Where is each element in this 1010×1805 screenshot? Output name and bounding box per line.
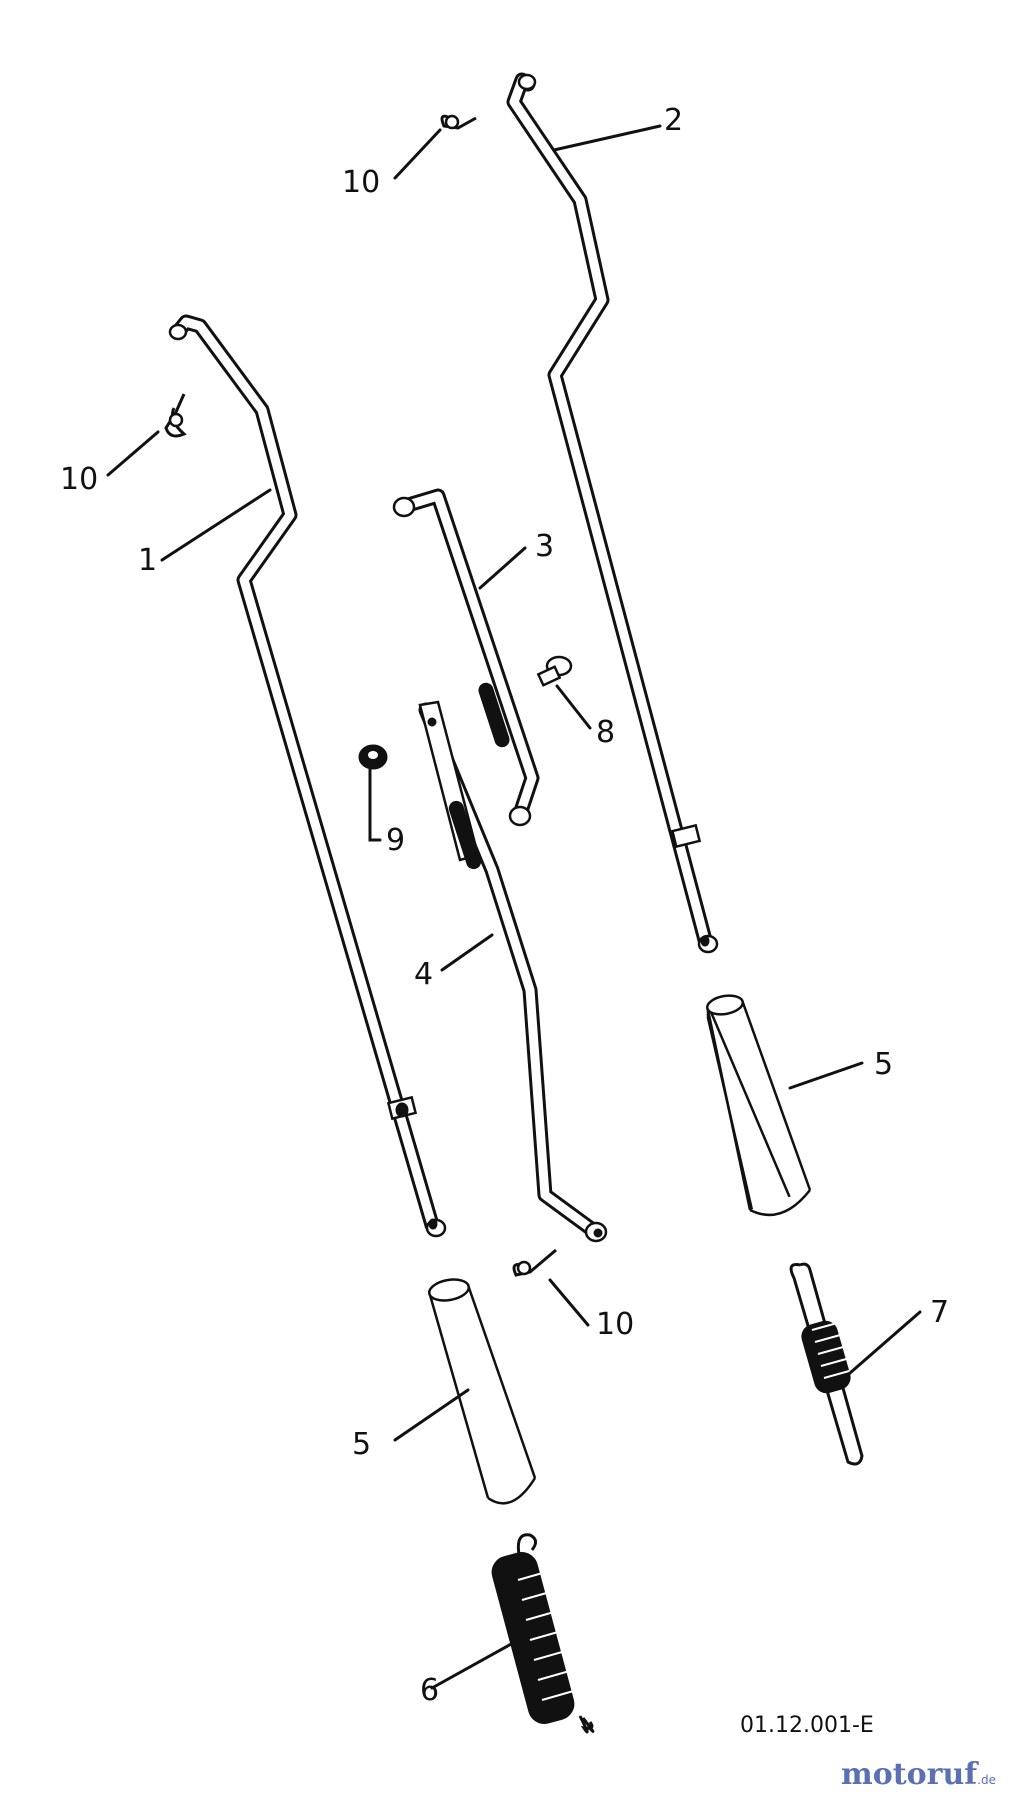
callout-4: 4	[414, 957, 433, 992]
callout-7: 7	[930, 1295, 949, 1330]
part-10-clip-left	[164, 393, 187, 438]
part-5-tube-left	[427, 1278, 537, 1505]
callout-3: 3	[535, 529, 554, 564]
callout-9: 9	[386, 823, 405, 858]
callout-labels: 2 10 10 1 3 8 9 4 5 5 10 7 6	[60, 103, 949, 1708]
callout-8: 8	[596, 715, 615, 750]
part-9-nut	[358, 744, 388, 770]
callout-6: 6	[420, 1673, 439, 1708]
drawing-code: 01.12.001-E	[740, 1713, 874, 1738]
part-5-tube-right	[705, 994, 812, 1217]
callout-10-left: 10	[60, 462, 98, 497]
part-3-link	[392, 488, 540, 827]
part-4-link	[418, 700, 608, 1243]
part-10-clip-bottom	[512, 1248, 557, 1277]
part-8-bolt	[536, 655, 573, 687]
watermark-tld: .de	[977, 1773, 996, 1787]
callout-5-left: 5	[352, 1427, 371, 1462]
leader-lines	[106, 124, 922, 1690]
callout-1: 1	[138, 543, 157, 578]
watermark-brand: motoruf	[841, 1757, 978, 1792]
part-7-spring	[789, 1262, 864, 1466]
callout-10-bottom: 10	[596, 1307, 634, 1342]
part-1-rod	[168, 314, 447, 1238]
callout-10-top: 10	[342, 165, 380, 200]
part-6-spring	[491, 1533, 595, 1734]
part-2-rod	[506, 72, 719, 954]
callout-5-right: 5	[874, 1047, 893, 1082]
callout-2: 2	[664, 103, 683, 138]
part-10-clip-top	[440, 114, 477, 130]
watermark-logo: motoruf.de	[841, 1757, 996, 1792]
